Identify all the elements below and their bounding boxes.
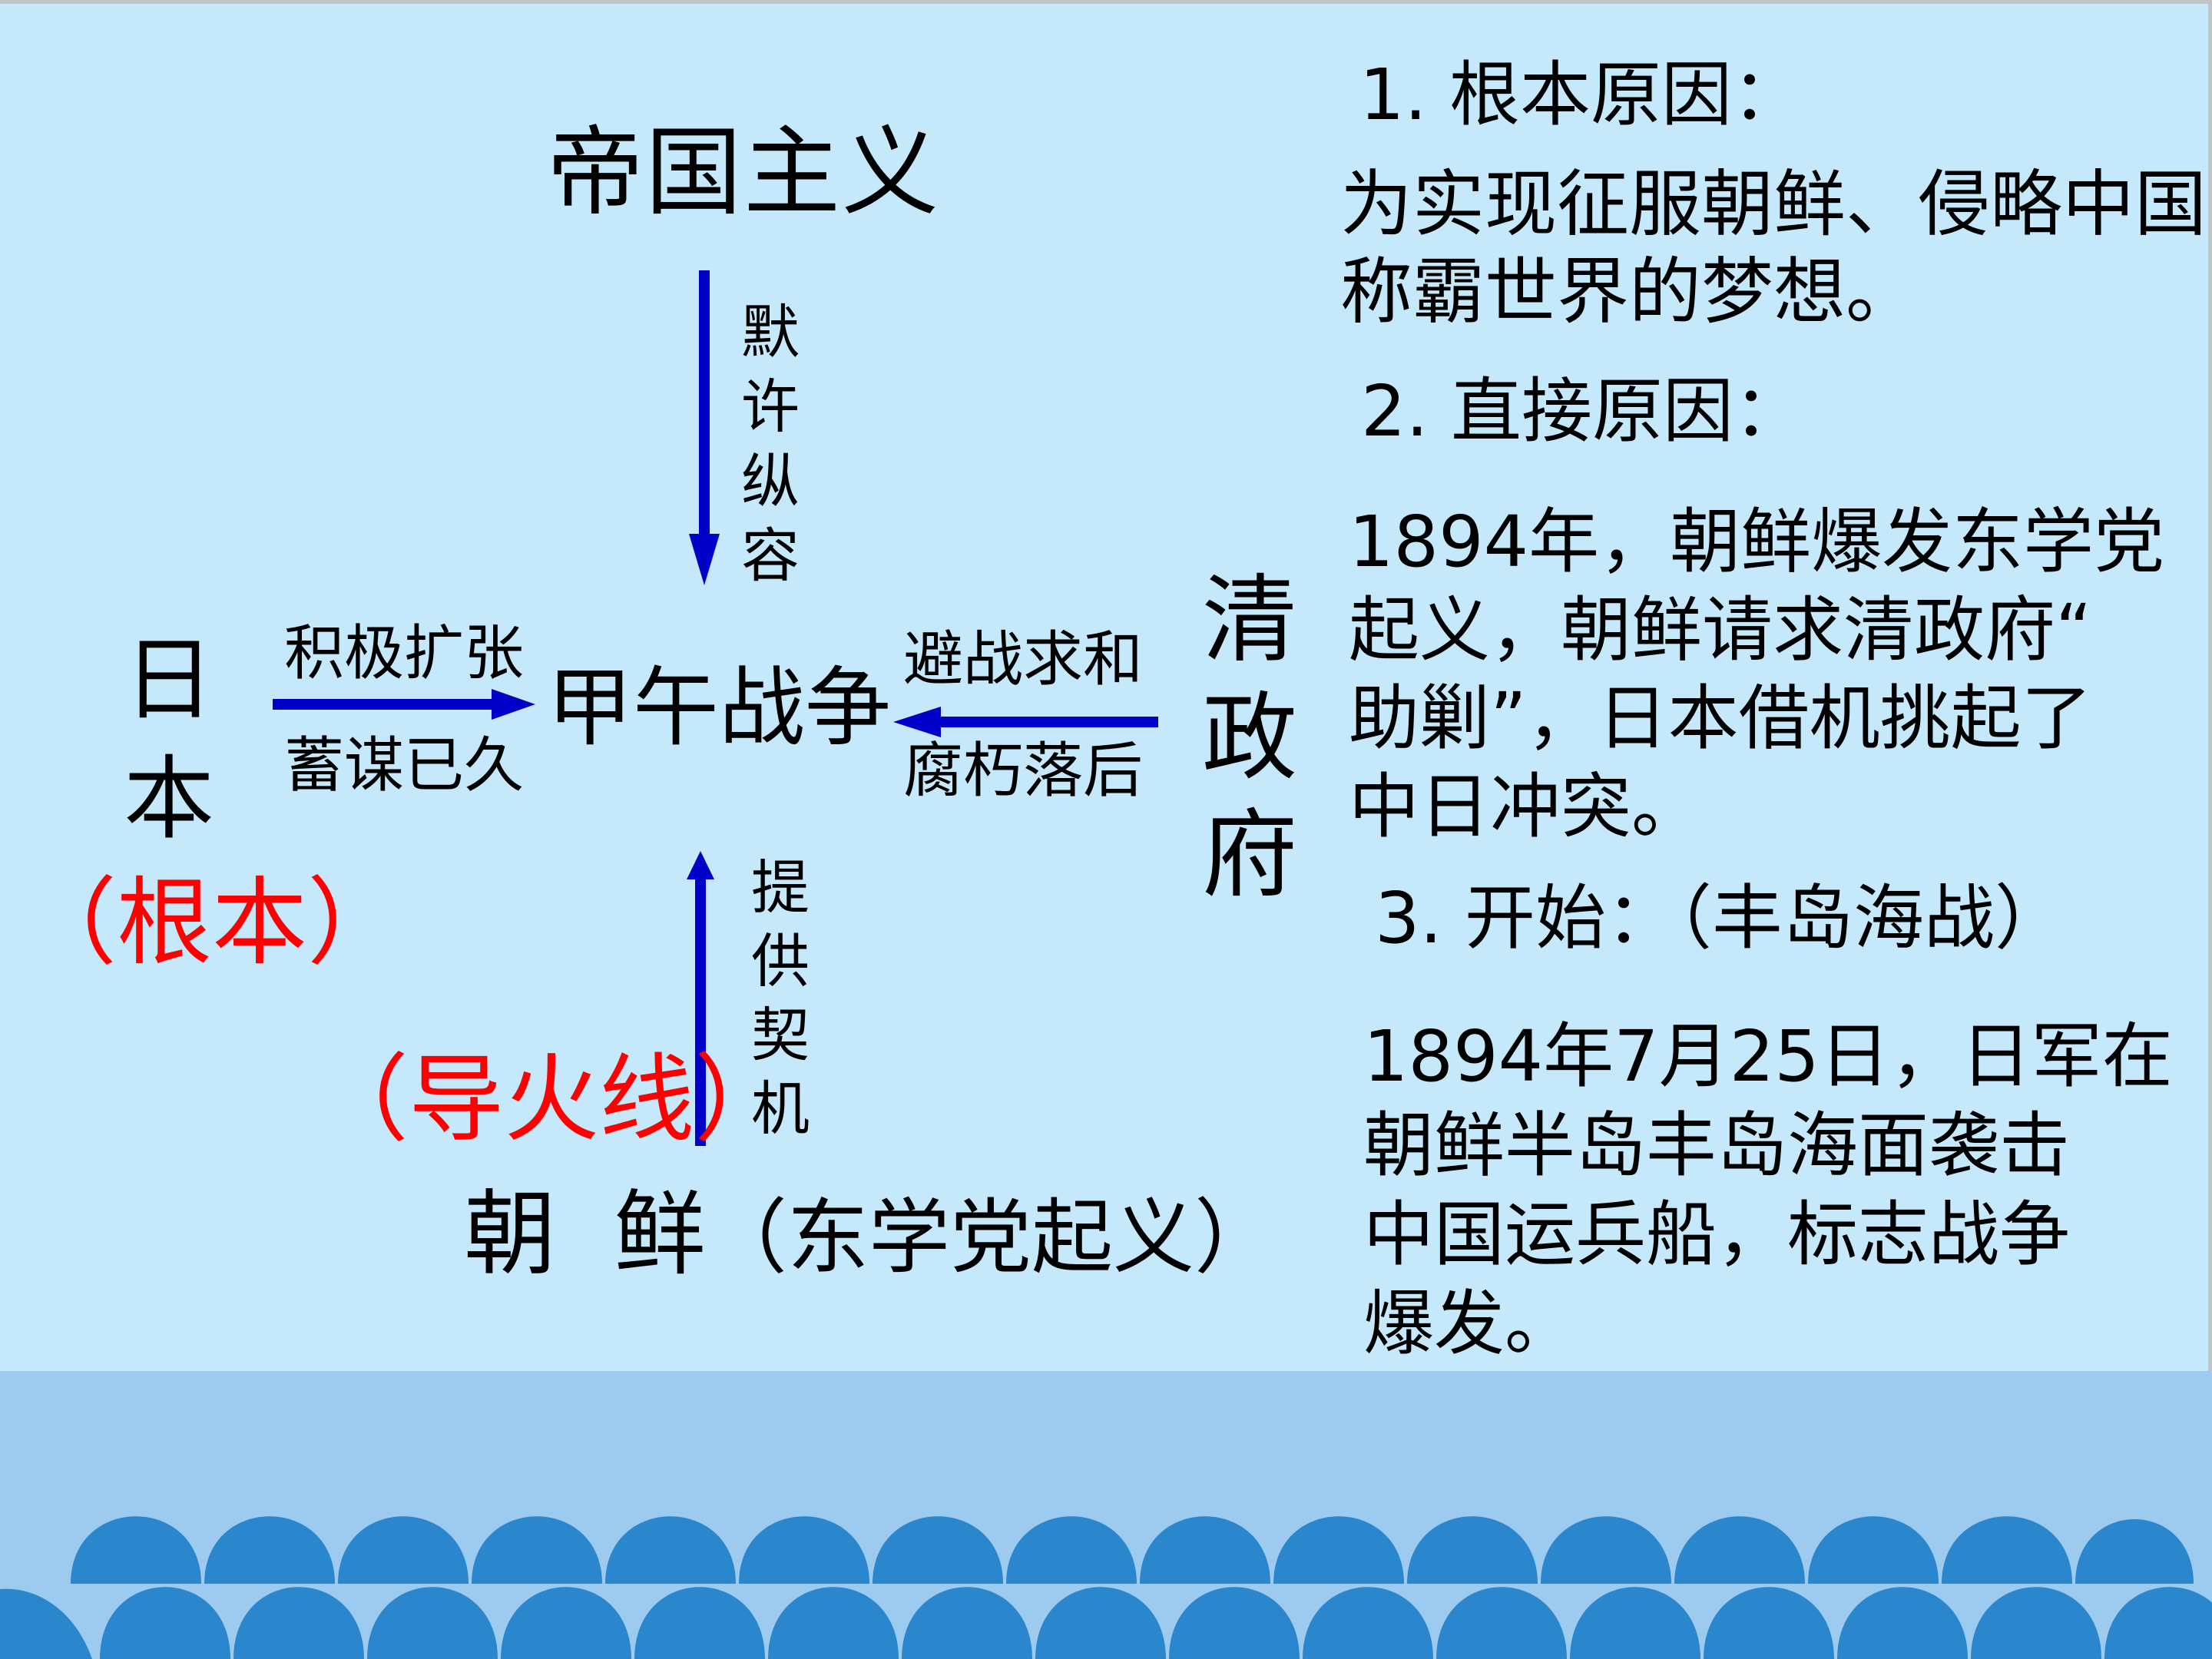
slide-border-right bbox=[2208, 0, 2212, 1371]
wave-decoration-icon bbox=[0, 1516, 2212, 1659]
annotation-trigger: （导火线） bbox=[313, 1045, 790, 1155]
section-2-body: 1894年，朝鲜爆发东学党 起义，朝鲜请求清政府“ 助剿”，日本借机挑起了 中日… bbox=[1349, 501, 2165, 848]
donghak-uprising: （东学党起义） bbox=[706, 1190, 1276, 1285]
node-sino-japanese-war: 甲午战争 bbox=[547, 658, 891, 758]
label-connivance: 默 许 纵 容 bbox=[741, 298, 800, 590]
label-provide-opportunity: 提 供 契 机 bbox=[751, 853, 810, 1143]
label-long-planned: 蓄谋已久 bbox=[284, 731, 525, 800]
node-imperialism: 帝国主义 bbox=[547, 116, 940, 229]
node-korea: 朝鲜（东学党起义） bbox=[464, 1181, 1276, 1288]
section-1-heading: 1. 根本原因： bbox=[1359, 54, 1803, 136]
node-qing-government: 清 政 府 bbox=[1201, 565, 1297, 911]
slide-border-top bbox=[0, 0, 2212, 4]
label-active-expansion: 积极扩张 bbox=[284, 619, 525, 688]
annotation-root-cause: （根本） bbox=[22, 868, 403, 979]
node-japan: 日 本 bbox=[123, 627, 214, 852]
label-corrupt-backward: 腐朽落后 bbox=[903, 737, 1144, 806]
section-3-heading: 3. 开始：（丰岛海战） bbox=[1375, 877, 2066, 959]
arrow-down-icon bbox=[689, 270, 720, 585]
section-2-heading: 2. 直接原因： bbox=[1361, 370, 1805, 452]
label-avoid-war: 避战求和 bbox=[903, 625, 1144, 694]
arrow-left-icon bbox=[893, 707, 1158, 737]
arrow-right-icon bbox=[273, 689, 535, 720]
section-3-body: 1894年7月25日，日军在 朝鲜半岛丰岛海面袭击 中国运兵船，标志战争 爆发。 bbox=[1363, 1015, 2173, 1365]
section-1-body: 为实现征服朝鲜、侵略中国 称霸世界的梦想。 bbox=[1340, 163, 2207, 334]
